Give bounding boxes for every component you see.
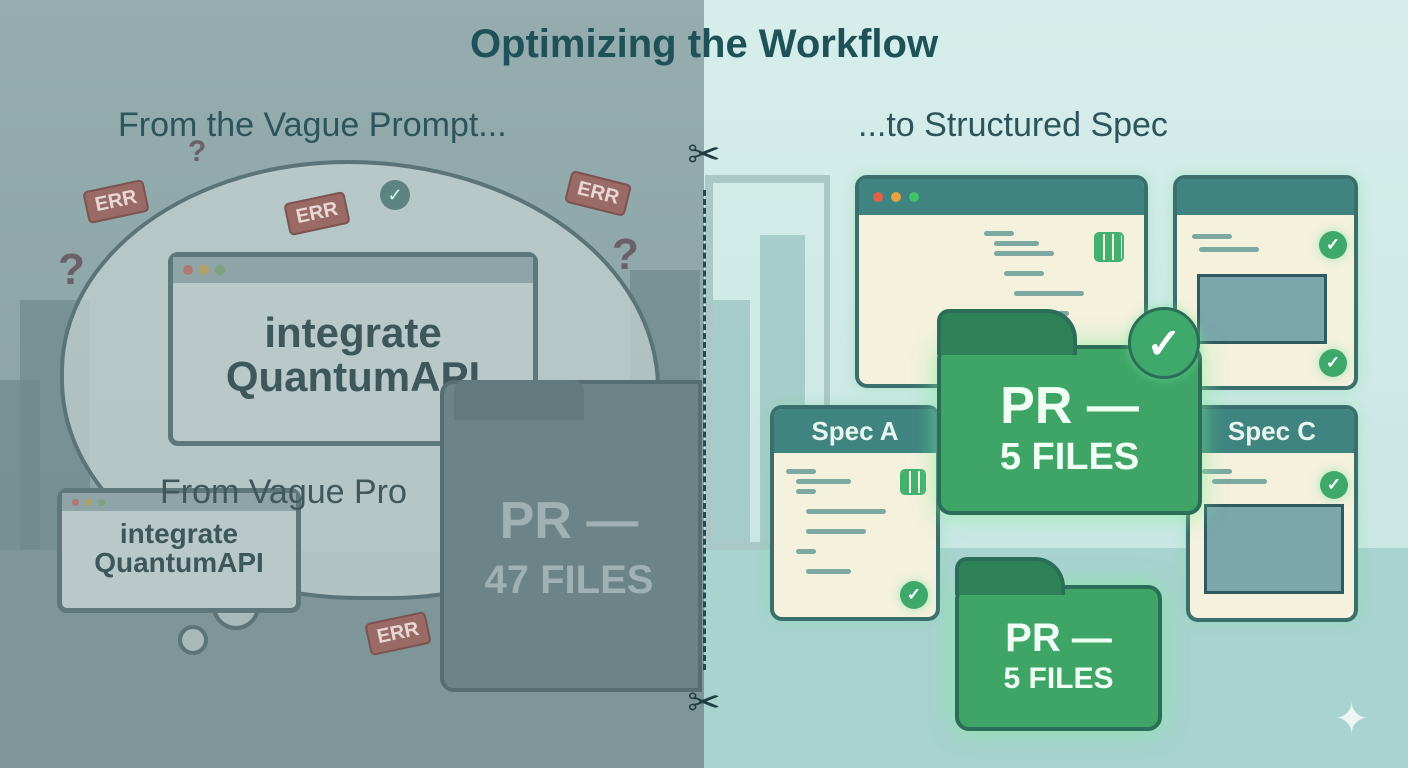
spec-a-header: Spec A — [774, 409, 936, 453]
window-titlebar — [859, 179, 1144, 215]
divider-dashed-line — [703, 190, 706, 670]
check-icon: ✓ — [1319, 231, 1347, 259]
spec-c-header: Spec C — [1190, 409, 1354, 453]
spec-a-window: Spec A ✓ — [770, 405, 940, 621]
spec-c-window: Spec C ✓ — [1186, 405, 1358, 622]
thought-bubble — [178, 625, 208, 655]
close-dot — [183, 265, 193, 275]
folder-label-line1: PR — — [1005, 616, 1112, 660]
window-titlebar — [1177, 179, 1354, 215]
pr-folder-47-files: PR — 47 FILES — [440, 380, 702, 692]
question-mark-icon: ? — [612, 230, 639, 279]
folder-tab — [454, 380, 584, 420]
folder-label-line2: 47 FILES — [484, 557, 654, 602]
window-titlebar — [62, 493, 296, 511]
building — [0, 380, 40, 550]
check-icon: ✓ — [900, 581, 928, 609]
building — [710, 300, 750, 550]
prompt-text: integrate QuantumAPI — [225, 309, 481, 401]
maximize-dot — [98, 498, 105, 506]
folder-label: PR — 5 FILES — [959, 617, 1158, 695]
folder-label: PR — 5 FILES — [941, 379, 1198, 477]
minimize-dot — [199, 265, 209, 275]
check-icon: ✓ — [1128, 307, 1200, 379]
folder-label: PR — 47 FILES — [444, 494, 694, 601]
folder-tab — [955, 557, 1065, 595]
window-frame — [705, 175, 830, 550]
maximize-dot — [909, 192, 919, 202]
window-titlebar — [173, 257, 533, 283]
table-icon — [1094, 232, 1124, 262]
folder-label-line1: PR — — [499, 492, 639, 550]
check-icon: ✓ — [1320, 471, 1348, 499]
blueprint-drawing — [1197, 274, 1327, 344]
small-prompt-window: integrate QuantumAPI — [57, 488, 301, 613]
close-dot — [873, 192, 883, 202]
pr-folder-5-files-bottom: PR — 5 FILES — [955, 557, 1162, 731]
floor-plan-drawing — [1204, 504, 1344, 594]
right-subtitle: ...to Structured Spec — [858, 106, 1168, 144]
close-dot — [72, 498, 79, 506]
maximize-dot — [215, 265, 225, 275]
check-icon: ✓ — [1319, 349, 1347, 377]
prompt-text-small: integrate QuantumAPI — [94, 518, 264, 579]
scissors-icon: ✂ — [687, 681, 721, 725]
blueprint-window: ✓ ✓ — [1173, 175, 1358, 390]
scissors-icon: ✂ — [687, 133, 721, 177]
folder-label-line2: 5 FILES — [999, 435, 1140, 478]
folder-label-line1: PR — — [1000, 377, 1139, 435]
folder-label-line2: 5 FILES — [1003, 662, 1114, 695]
page-title: Optimizing the Workflow — [469, 22, 939, 66]
folder-tab — [937, 309, 1077, 355]
minimize-dot — [891, 192, 901, 202]
sparkle-icon: ✦ — [1334, 695, 1370, 742]
echo-heading: From Vague Pro — [160, 473, 407, 511]
check-icon: ✓ — [380, 180, 410, 210]
question-mark-icon: ? — [58, 245, 85, 294]
left-subtitle: From the Vague Prompt... — [118, 106, 507, 144]
question-mark-icon: ? — [188, 135, 207, 168]
minimize-dot — [85, 498, 92, 506]
table-icon — [900, 469, 926, 495]
